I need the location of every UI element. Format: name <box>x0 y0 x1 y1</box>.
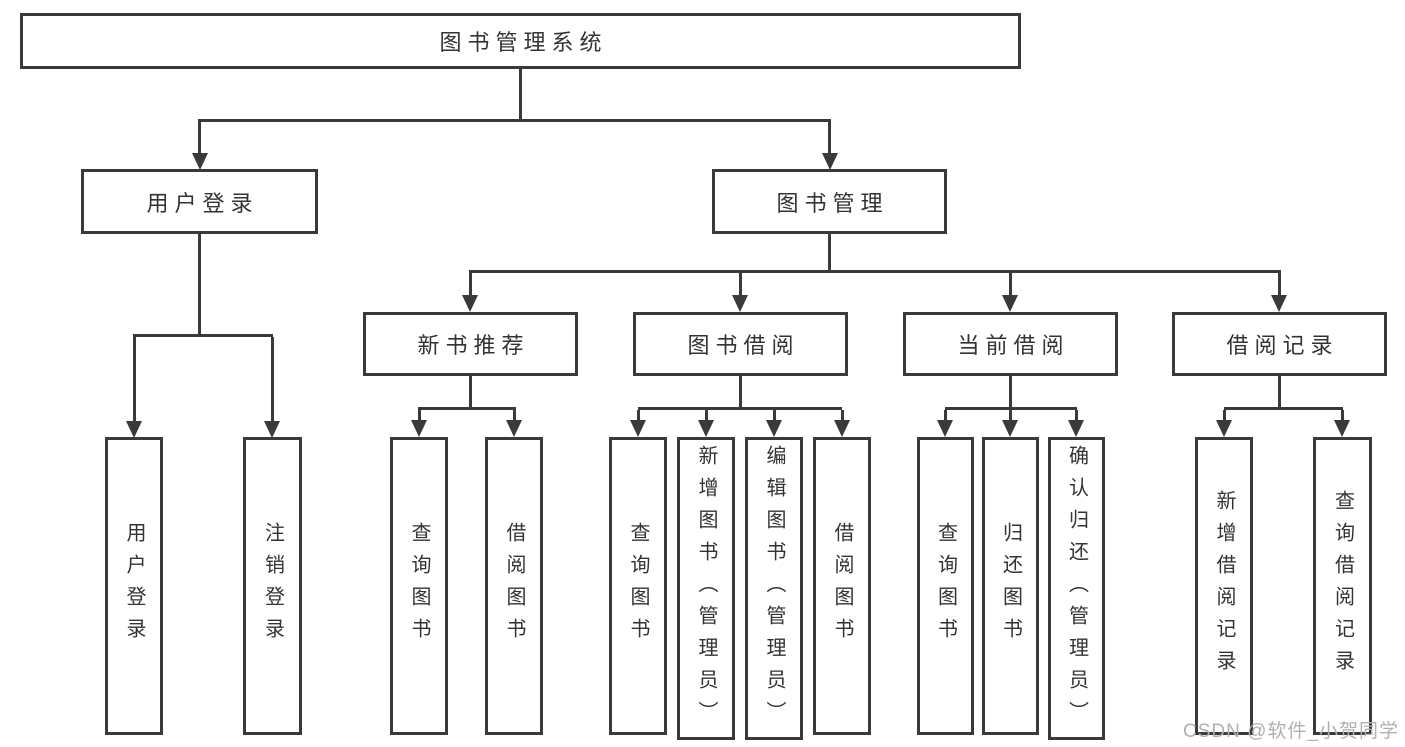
connector-line <box>198 234 201 336</box>
connector-line <box>1009 273 1012 297</box>
arrow-down <box>192 153 208 170</box>
connector-line <box>739 376 742 409</box>
connector-line <box>1075 410 1078 423</box>
connector-line <box>1009 376 1012 409</box>
node-logout-leaf: 注销登录 <box>243 437 302 735</box>
arrow-down <box>766 420 782 437</box>
connector-line <box>469 273 472 297</box>
arrow-down <box>1334 420 1350 437</box>
connector-line <box>469 270 1281 273</box>
arrow-down <box>1002 420 1018 437</box>
connector-line <box>133 337 136 421</box>
node-add-book-admin: 新增图书（管理员） <box>677 437 735 740</box>
connector-line <box>469 376 472 409</box>
node-current-borrow: 当前借阅 <box>903 312 1118 376</box>
node-borrow-book: 借阅图书 <box>813 437 871 735</box>
connector-line <box>271 337 274 421</box>
connector-line <box>198 119 831 122</box>
connector-line <box>519 69 522 121</box>
arrow-down <box>264 421 280 438</box>
node-book-borrow: 图书借阅 <box>633 312 848 376</box>
connector-line <box>773 410 776 423</box>
connector-line <box>1224 407 1343 410</box>
connector-line <box>828 122 831 155</box>
node-user-login: 用户登录 <box>81 169 318 234</box>
node-book-mgmt: 图书管理 <box>712 169 947 234</box>
connector-line <box>1278 376 1281 409</box>
node-query-book: 查询图书 <box>609 437 667 735</box>
node-new-book-recommend: 新书推荐 <box>363 312 578 376</box>
node-confirm-return-admin: 确认归还（管理员） <box>1048 437 1105 740</box>
connector-line <box>513 410 516 423</box>
connector-line <box>133 334 273 337</box>
connector-line <box>739 273 742 297</box>
node-borrow-book: 借阅图书 <box>485 437 543 735</box>
arrow-down <box>1002 295 1018 312</box>
node-query-book: 查询图书 <box>390 437 448 735</box>
node-return-book: 归还图书 <box>982 437 1039 735</box>
node-add-borrow-record: 新增借阅记录 <box>1195 437 1253 735</box>
arrow-down <box>630 420 646 437</box>
connector-line <box>1223 410 1226 423</box>
connector-line <box>198 122 201 155</box>
connector-line <box>841 410 844 423</box>
connector-line <box>1341 410 1344 423</box>
node-query-borrow-record: 查询借阅记录 <box>1313 437 1372 735</box>
arrow-down <box>411 420 427 437</box>
connector-line <box>944 410 947 423</box>
arrow-down <box>1216 420 1232 437</box>
node-root: 图书管理系统 <box>20 13 1021 69</box>
arrow-down <box>462 295 478 312</box>
arrow-down <box>1271 295 1287 312</box>
arrow-down <box>834 420 850 437</box>
connector-line <box>637 410 640 423</box>
node-user-login-leaf: 用户登录 <box>105 437 163 735</box>
arrow-down <box>822 153 838 170</box>
connector-line <box>945 407 1077 410</box>
node-borrow-records: 借阅记录 <box>1172 312 1387 376</box>
csdn-watermark: CSDN @软件_小贺同学 <box>1183 721 1399 742</box>
node-edit-book-admin: 编辑图书（管理员） <box>745 437 803 740</box>
node-query-book: 查询图书 <box>917 437 974 735</box>
connector-line <box>418 410 421 423</box>
connector-line <box>1278 273 1281 297</box>
connector-line <box>418 407 516 410</box>
arrow-down <box>698 420 714 437</box>
arrow-down <box>506 420 522 437</box>
connector-line <box>1009 410 1012 423</box>
arrow-down <box>732 295 748 312</box>
arrow-down <box>937 420 953 437</box>
arrow-down <box>126 421 142 438</box>
connector-line <box>705 410 708 423</box>
arrow-down <box>1068 420 1084 437</box>
connector-line <box>828 234 831 272</box>
connector-line <box>638 407 842 410</box>
